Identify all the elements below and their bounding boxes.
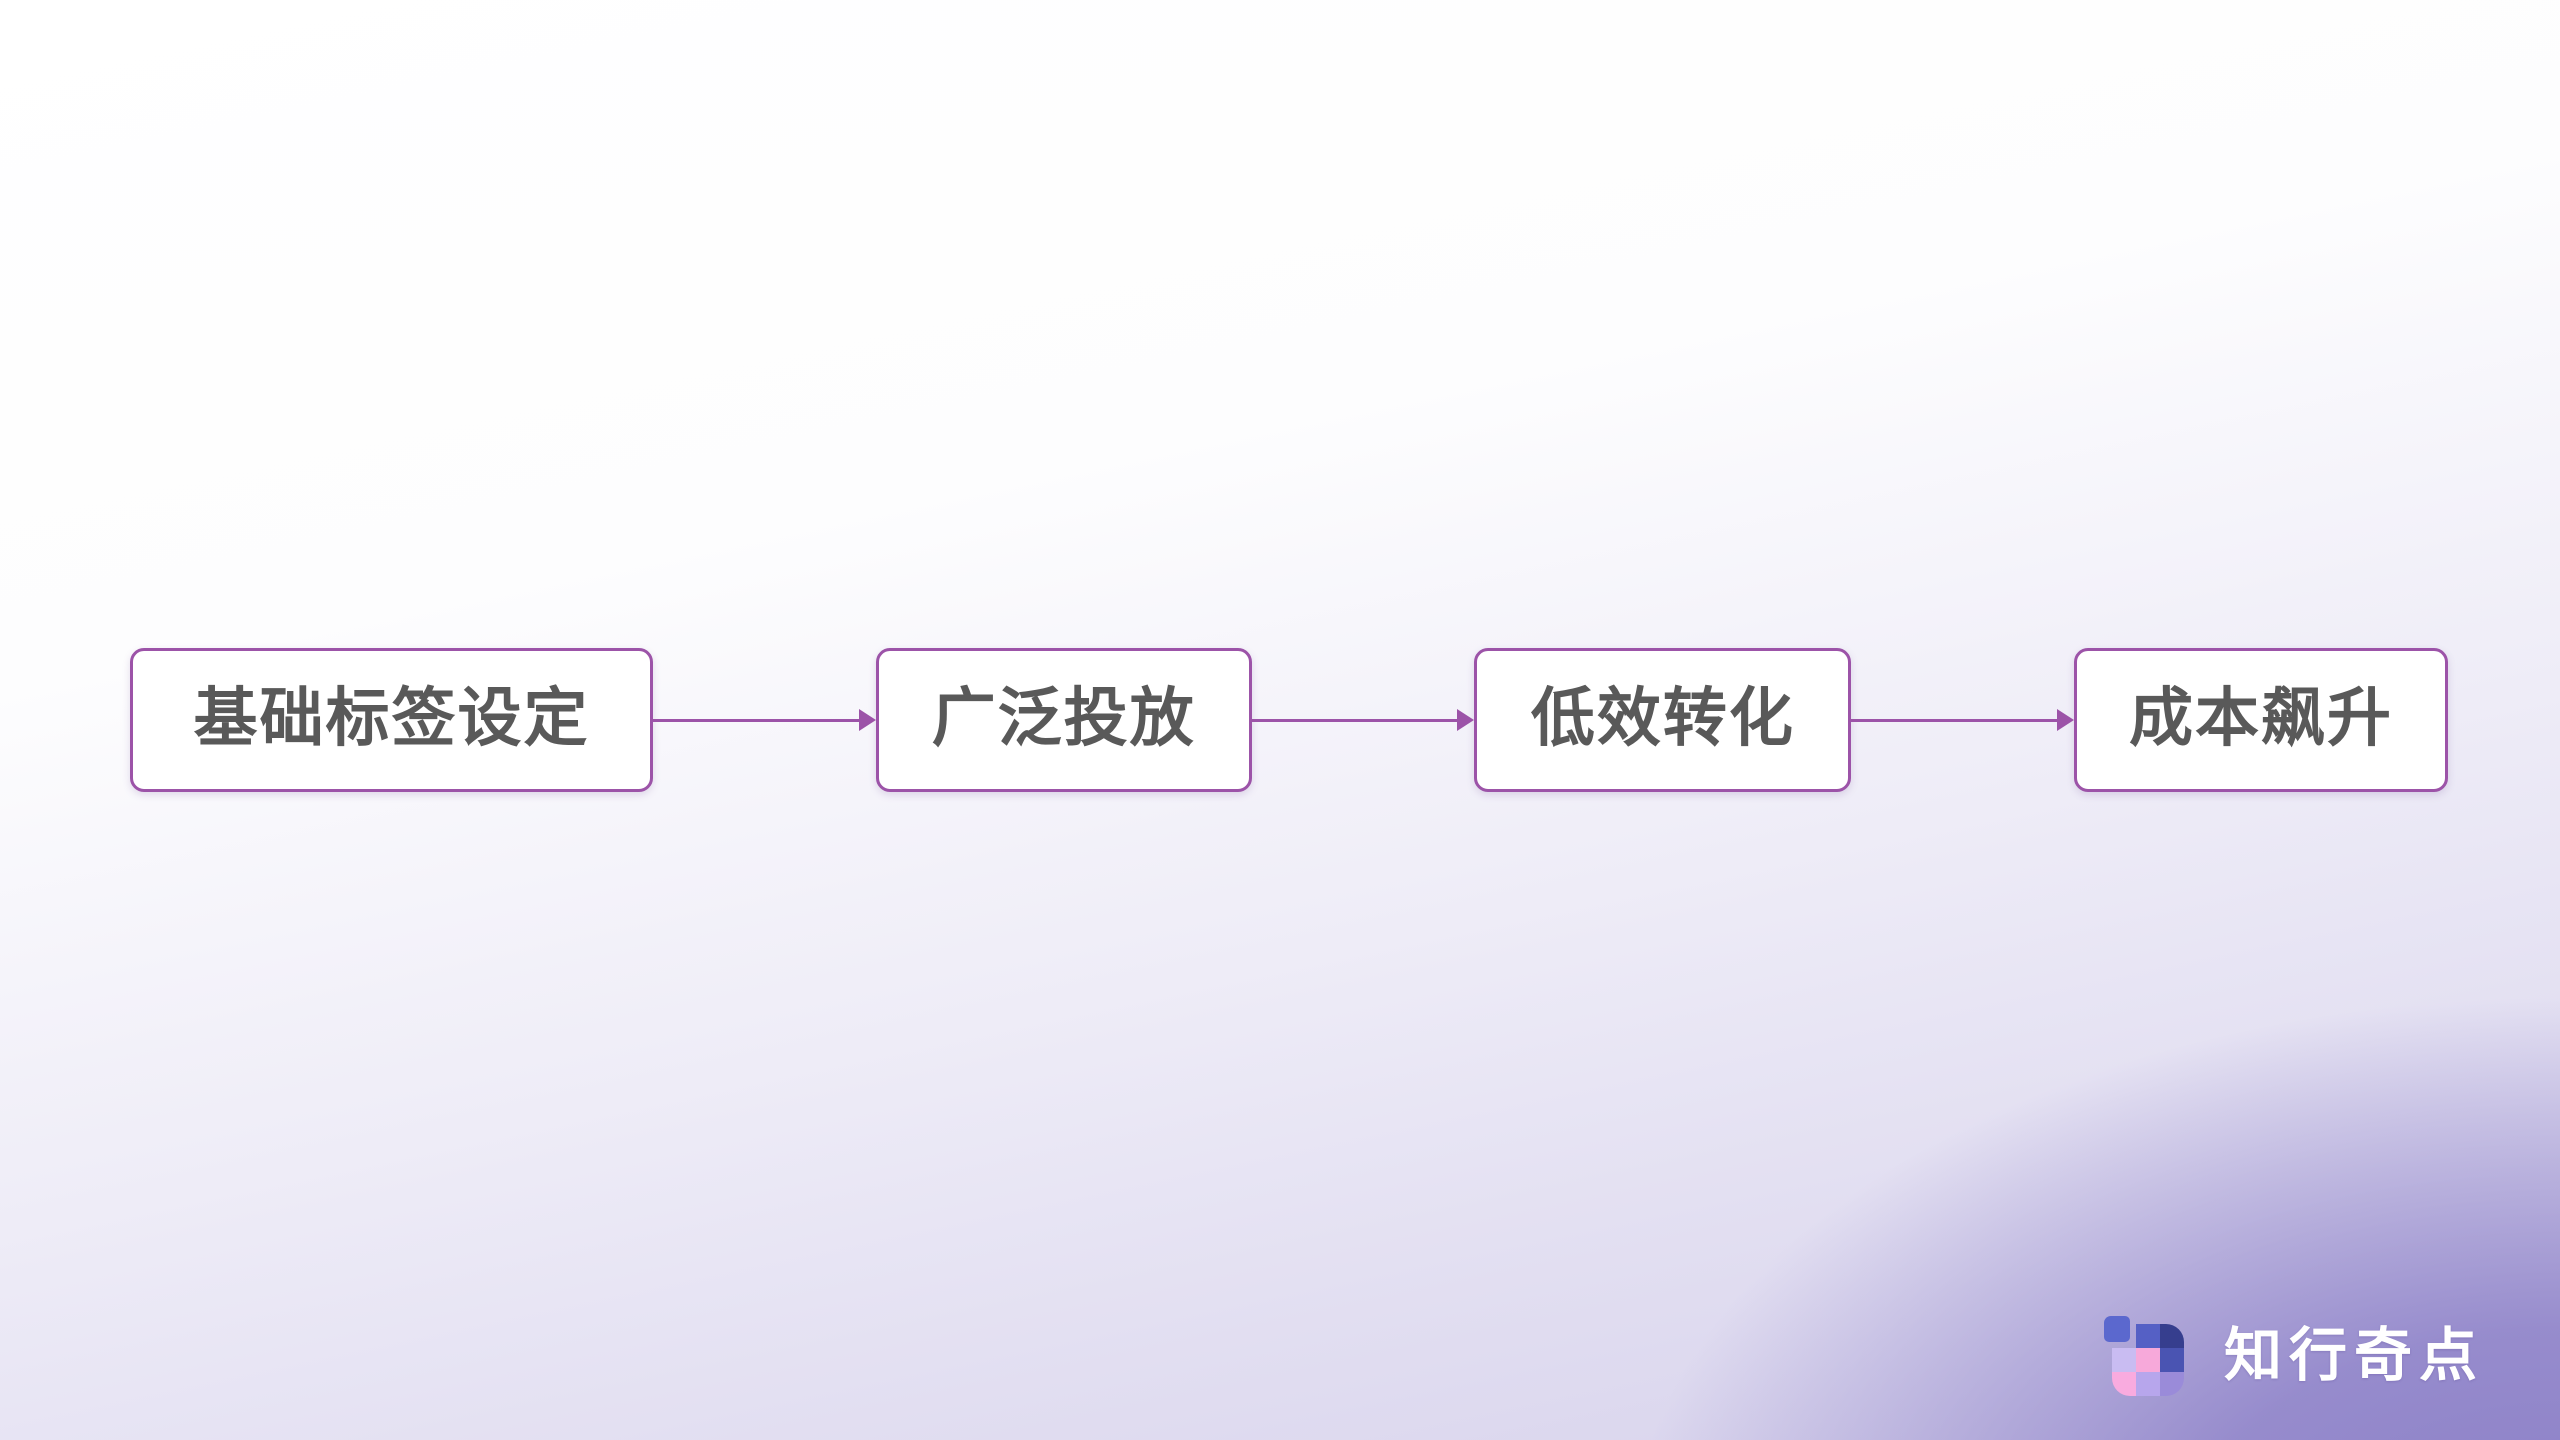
brand-icon-cell [2160, 1348, 2184, 1372]
brand-icon-cell [2112, 1348, 2136, 1372]
flow-step-inefficient-conversion: 低效转化 [1474, 648, 1852, 792]
brand-icon-cell [2136, 1372, 2160, 1396]
brand-icon-cell [2136, 1348, 2160, 1372]
brand-icon-cell [2136, 1324, 2160, 1348]
flow-step-broad-delivery: 广泛投放 [875, 648, 1252, 792]
arrow-head [2057, 709, 2075, 731]
flow-step-label: 基础标签设定 [193, 682, 590, 754]
arrow-right-icon [1851, 708, 2075, 732]
brand-icon-grid [2112, 1324, 2184, 1396]
brand-icon-cell [2112, 1372, 2136, 1396]
arrow-right-icon [1251, 708, 1475, 732]
arrow-right-icon [653, 708, 876, 732]
flow-step-label: 成本飙升 [2129, 682, 2394, 754]
flow-step-basic-label-setting: 基础标签设定 [130, 648, 653, 792]
brand-icon-chip [2104, 1316, 2130, 1342]
brand-logo: 知行奇点 [2100, 1310, 2510, 1402]
flow-step-cost-surge: 成本飙升 [2074, 648, 2449, 792]
flow-diagram: 基础标签设定 广泛投放 低效转化 成本飙升 [130, 645, 2449, 795]
arrow-line [653, 718, 859, 722]
flow-step-label: 广泛投放 [931, 682, 1196, 754]
brand-logo-text: 知行奇点 [2224, 1323, 2485, 1388]
arrow-line [1851, 718, 2058, 722]
flow-step-label: 低效转化 [1530, 682, 1795, 754]
brand-icon-cell [2160, 1324, 2184, 1348]
arrow-head [858, 709, 876, 731]
arrow-line [1251, 718, 1458, 722]
brand-icon-cell [2160, 1372, 2184, 1396]
brand-logo-icon [2100, 1312, 2188, 1400]
arrow-head [1457, 709, 1475, 731]
